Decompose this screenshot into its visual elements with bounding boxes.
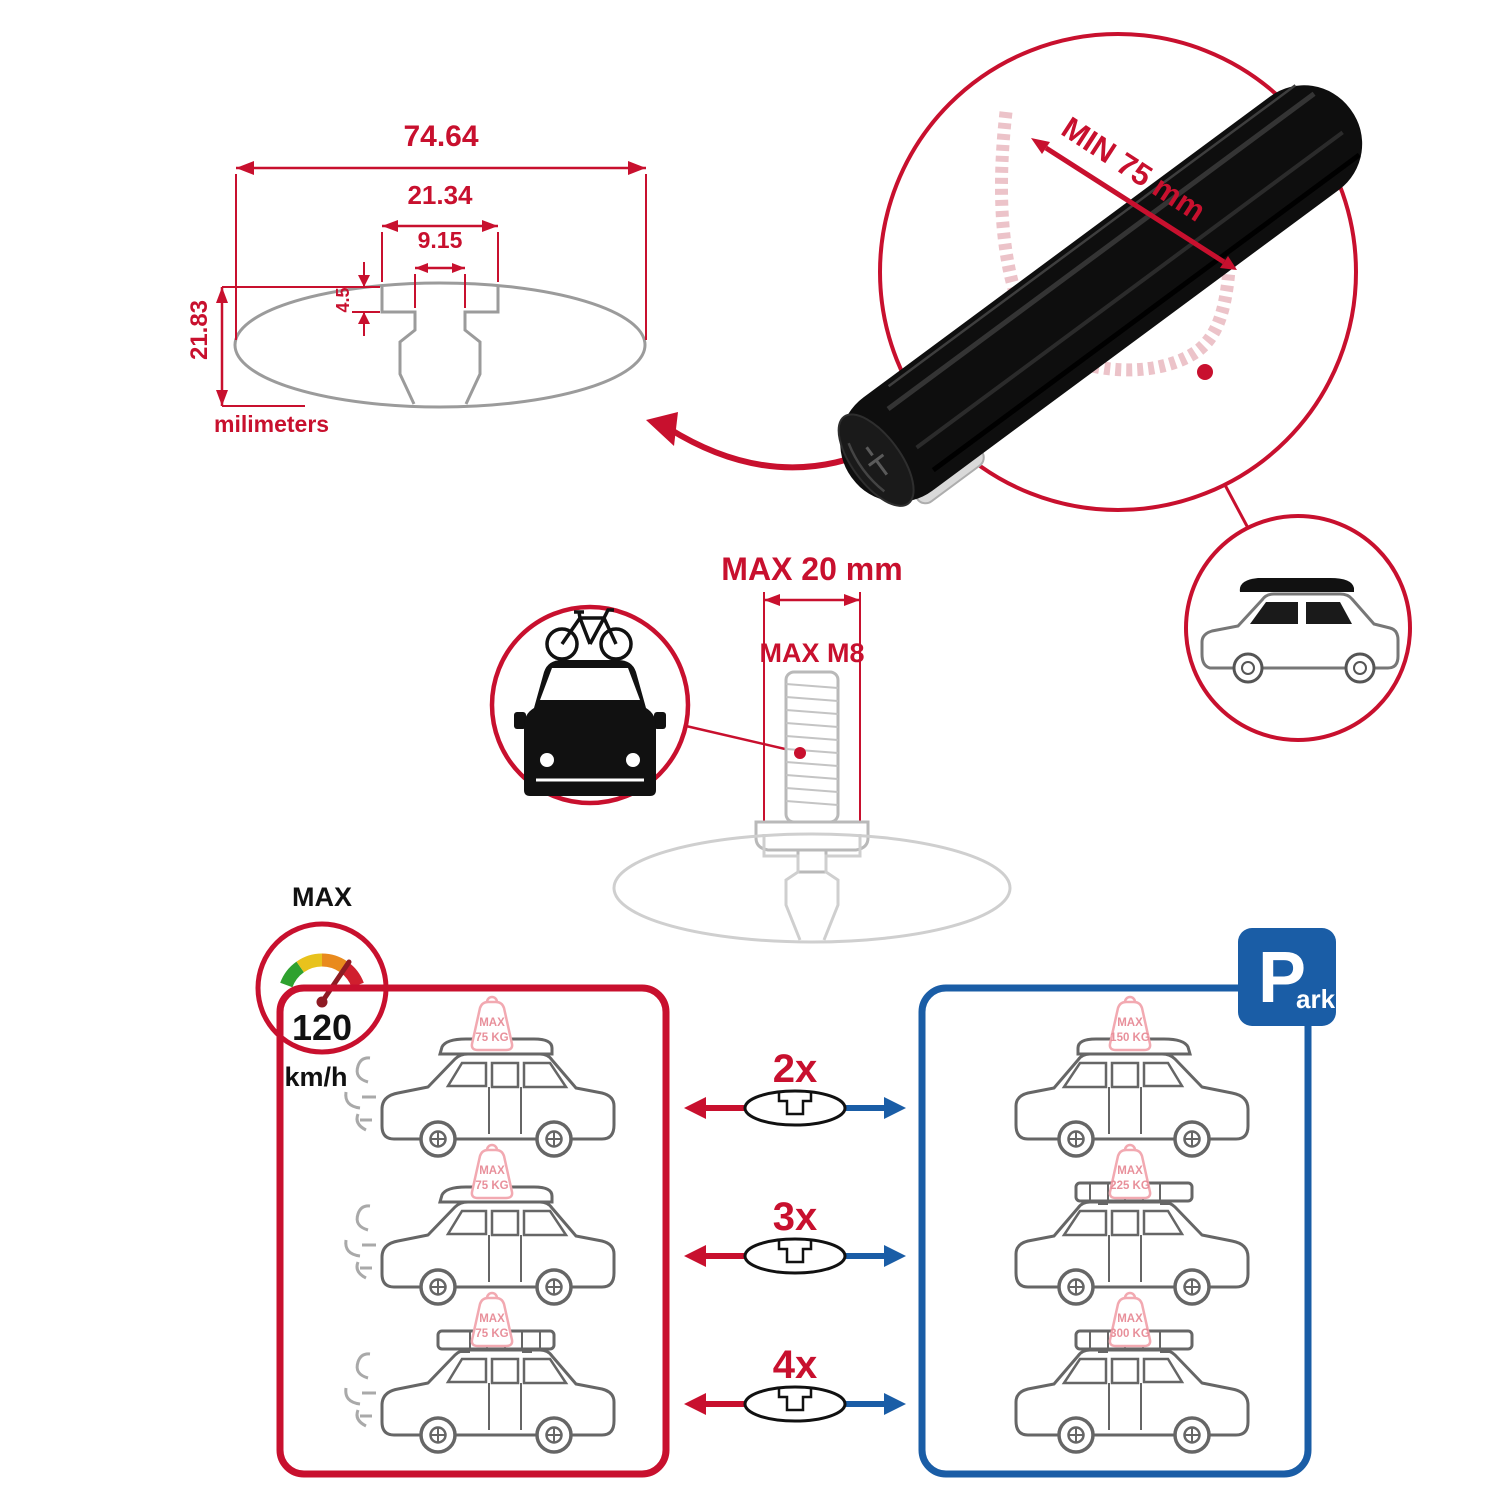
park-ark: ark bbox=[1296, 984, 1336, 1014]
min-span-arrow bbox=[1044, 145, 1226, 265]
clamp-marker-dot bbox=[1197, 364, 1213, 380]
t-slot-profile-left bbox=[380, 287, 417, 405]
speed-units: km/h bbox=[284, 1062, 347, 1092]
units-label: milimeters bbox=[214, 411, 329, 437]
car-row-left-2: MAX 75 KG bbox=[344, 1143, 616, 1306]
car-row-right-3: MAX 300 KG bbox=[1014, 1291, 1250, 1454]
crossbar-count-icon bbox=[743, 1089, 847, 1127]
channel-width-dimension: 21.34 bbox=[407, 180, 473, 210]
load-tag: MAX 300 KG bbox=[1108, 1291, 1152, 1348]
gauge-needle bbox=[319, 959, 352, 1005]
svg-text:75 KG: 75 KG bbox=[475, 1328, 508, 1340]
bar-count-label: 3x bbox=[773, 1195, 818, 1239]
driving-panel bbox=[276, 984, 670, 1478]
parked-panel bbox=[918, 984, 1312, 1478]
bike-car-circle bbox=[489, 604, 799, 806]
park-p: P bbox=[1258, 938, 1306, 1018]
roof-box-suv-circle bbox=[1184, 514, 1412, 742]
svg-text:225 KG: 225 KG bbox=[1110, 1180, 1150, 1192]
load-tag: MAX 75 KG bbox=[470, 995, 514, 1052]
svg-text:MAX: MAX bbox=[479, 1165, 505, 1177]
speed-value: 120 bbox=[292, 1007, 352, 1048]
car-row-right-1: MAX 150 KG bbox=[1014, 995, 1250, 1158]
svg-text:MAX: MAX bbox=[479, 1313, 505, 1325]
bolt-thread-label: MAX M8 bbox=[759, 638, 864, 668]
bar-profile-ellipse bbox=[233, 281, 647, 409]
car-row-left-3: MAX 75 KG bbox=[344, 1291, 616, 1454]
bar-count-row-1: 2x bbox=[684, 1047, 906, 1127]
crossbar-count-icon bbox=[743, 1385, 847, 1423]
max-speed-gauge: MAX 120 km/h bbox=[255, 882, 389, 1092]
load-tag: MAX 225 KG bbox=[1108, 1143, 1152, 1200]
svg-text:75 KG: 75 KG bbox=[475, 1180, 508, 1192]
bar-count-label: 4x bbox=[773, 1343, 818, 1387]
crossbar-render-circle: MIN 75 mm bbox=[837, 32, 1363, 529]
svg-text:300 KG: 300 KG bbox=[1110, 1328, 1150, 1340]
svg-text:150 KG: 150 KG bbox=[1110, 1032, 1150, 1044]
lip-depth-dimension: 4.5 bbox=[333, 287, 353, 312]
svg-text:MAX: MAX bbox=[1117, 1017, 1143, 1029]
slot-width-dimension: 9.15 bbox=[418, 227, 463, 253]
svg-text:MAX: MAX bbox=[479, 1017, 505, 1029]
speed-max-label: MAX bbox=[292, 882, 352, 912]
height-dimension: 21.83 bbox=[186, 300, 213, 360]
park-sign: P ark bbox=[1238, 928, 1336, 1026]
bar-count-row-3: 4x bbox=[684, 1343, 906, 1423]
bolt-leader-line bbox=[685, 724, 799, 754]
load-tag: MAX 150 KG bbox=[1108, 995, 1152, 1052]
load-tag: MAX 75 KG bbox=[470, 1291, 514, 1348]
bar-count-row-2: 3x bbox=[684, 1195, 906, 1275]
load-tag: MAX 75 KG bbox=[470, 1143, 514, 1200]
crossbar-count-icon bbox=[743, 1237, 847, 1275]
zoom-arrowhead bbox=[646, 412, 678, 446]
bolt-marker-dot bbox=[794, 747, 806, 759]
cross-section-diagram: 74.64 21.34 9.15 4.5 21.83 bbox=[186, 120, 880, 471]
roof-box-icon bbox=[1239, 578, 1354, 592]
total-width-dimension: 74.64 bbox=[403, 120, 478, 153]
ghost-profile bbox=[612, 832, 1012, 944]
crossbar-render bbox=[837, 84, 1363, 507]
t-bolt-diagram: MAX 20 mm MAX M8 bbox=[612, 551, 1012, 944]
svg-text:MAX: MAX bbox=[1117, 1313, 1143, 1325]
car-row-left-1: MAX 75 KG bbox=[344, 995, 616, 1158]
svg-text:MAX: MAX bbox=[1117, 1165, 1143, 1177]
bolt-width-label: MAX 20 mm bbox=[721, 551, 902, 587]
car-front-icon bbox=[514, 660, 666, 796]
bike-icon bbox=[545, 608, 633, 661]
t-bolt bbox=[754, 670, 870, 874]
bar-count-label: 2x bbox=[773, 1047, 818, 1091]
circle-connector-line bbox=[1223, 484, 1250, 529]
t-slot-profile-right bbox=[463, 287, 500, 405]
suv-body bbox=[1200, 592, 1400, 670]
svg-text:75 KG: 75 KG bbox=[475, 1032, 508, 1044]
car-row-right-2: MAX 225 KG bbox=[1014, 1143, 1250, 1306]
